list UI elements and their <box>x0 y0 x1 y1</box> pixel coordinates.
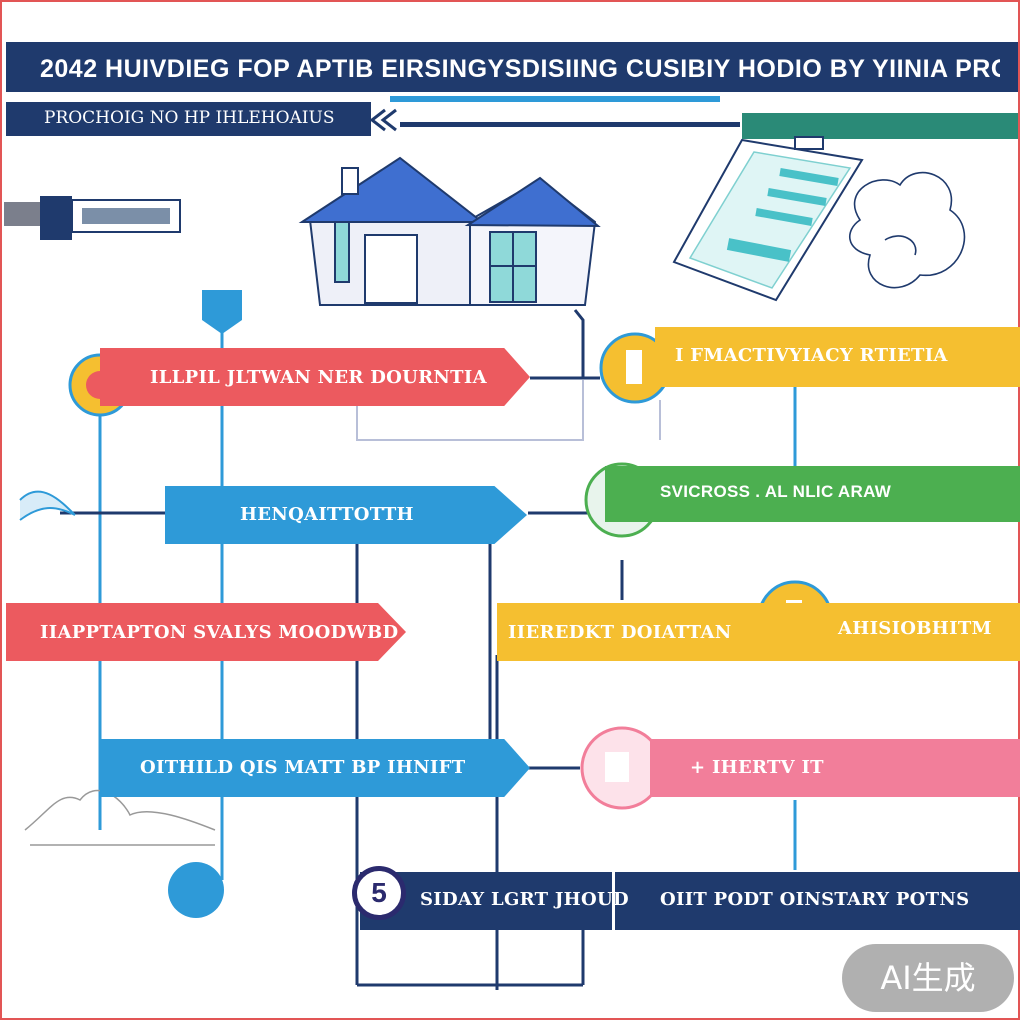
step-label-5: IIAPPTAPTON SVALYS MOODWBD <box>40 622 399 643</box>
chevron-left-icon <box>369 108 397 132</box>
step-label-3: HENQAITTOTTH <box>240 504 414 525</box>
subtitle: PROCHOIG NO HP IHLEHOAIUS <box>44 108 335 128</box>
subtitle-bar <box>6 102 371 136</box>
step-number-badge <box>352 866 406 920</box>
swoosh-arrow-icon <box>19 490 76 521</box>
step-label-9: + IHERTV IT <box>690 757 824 778</box>
page-title: 2042 HUIVDIEG FOP APTIB EIRSINGYSDISIING… <box>40 55 1000 83</box>
header-stripe-navy <box>400 122 740 127</box>
step-badge-2 <box>599 332 671 404</box>
step-banner-10 <box>360 872 1020 930</box>
step-number: 5 <box>371 877 387 908</box>
step-label-7: AHISIOBHITM <box>838 618 992 639</box>
step-label-11: OIIT PODT OINSTARY POTNS <box>660 889 970 910</box>
header-stripe-teal <box>742 113 1018 139</box>
landscape-sketch <box>24 789 216 846</box>
step-label-2: I FMACTIVYIACY RTIETIA <box>675 345 948 366</box>
step-banner-5 <box>6 603 406 661</box>
blue-circle-icon <box>168 862 224 918</box>
step-label-6: IIEREDKT DOIATTAN <box>508 622 732 643</box>
house-icon <box>298 156 601 306</box>
header-stripe-blue <box>390 96 720 102</box>
ai-generated-watermark: AI生成 <box>842 944 1014 1012</box>
cloud-sketch-icon <box>849 171 966 289</box>
banner-divider <box>612 872 615 930</box>
step-label-8: OITHILD QIS MATT BP IHNIFT <box>140 757 466 778</box>
step-label-10: SIDAY LGRT JHOUD <box>420 889 629 910</box>
ruler-icon <box>4 196 181 240</box>
step-banner-6 <box>497 603 1020 661</box>
step-banner-1 <box>100 348 530 406</box>
title-bar <box>6 42 1018 92</box>
pin-icon <box>202 290 242 334</box>
step-banner-8 <box>100 739 530 797</box>
step-label-4: SVICROSS . AL NLIC ARAW <box>660 482 892 501</box>
step-banner-9 <box>650 739 1020 797</box>
step-label-1: ILLPIL JLTWAN NER DOURNTIA <box>150 367 487 388</box>
step-banner-3 <box>165 486 527 544</box>
step-banner-2 <box>655 327 1020 387</box>
step-banner-4 <box>605 466 1020 522</box>
document-icon <box>672 136 864 302</box>
